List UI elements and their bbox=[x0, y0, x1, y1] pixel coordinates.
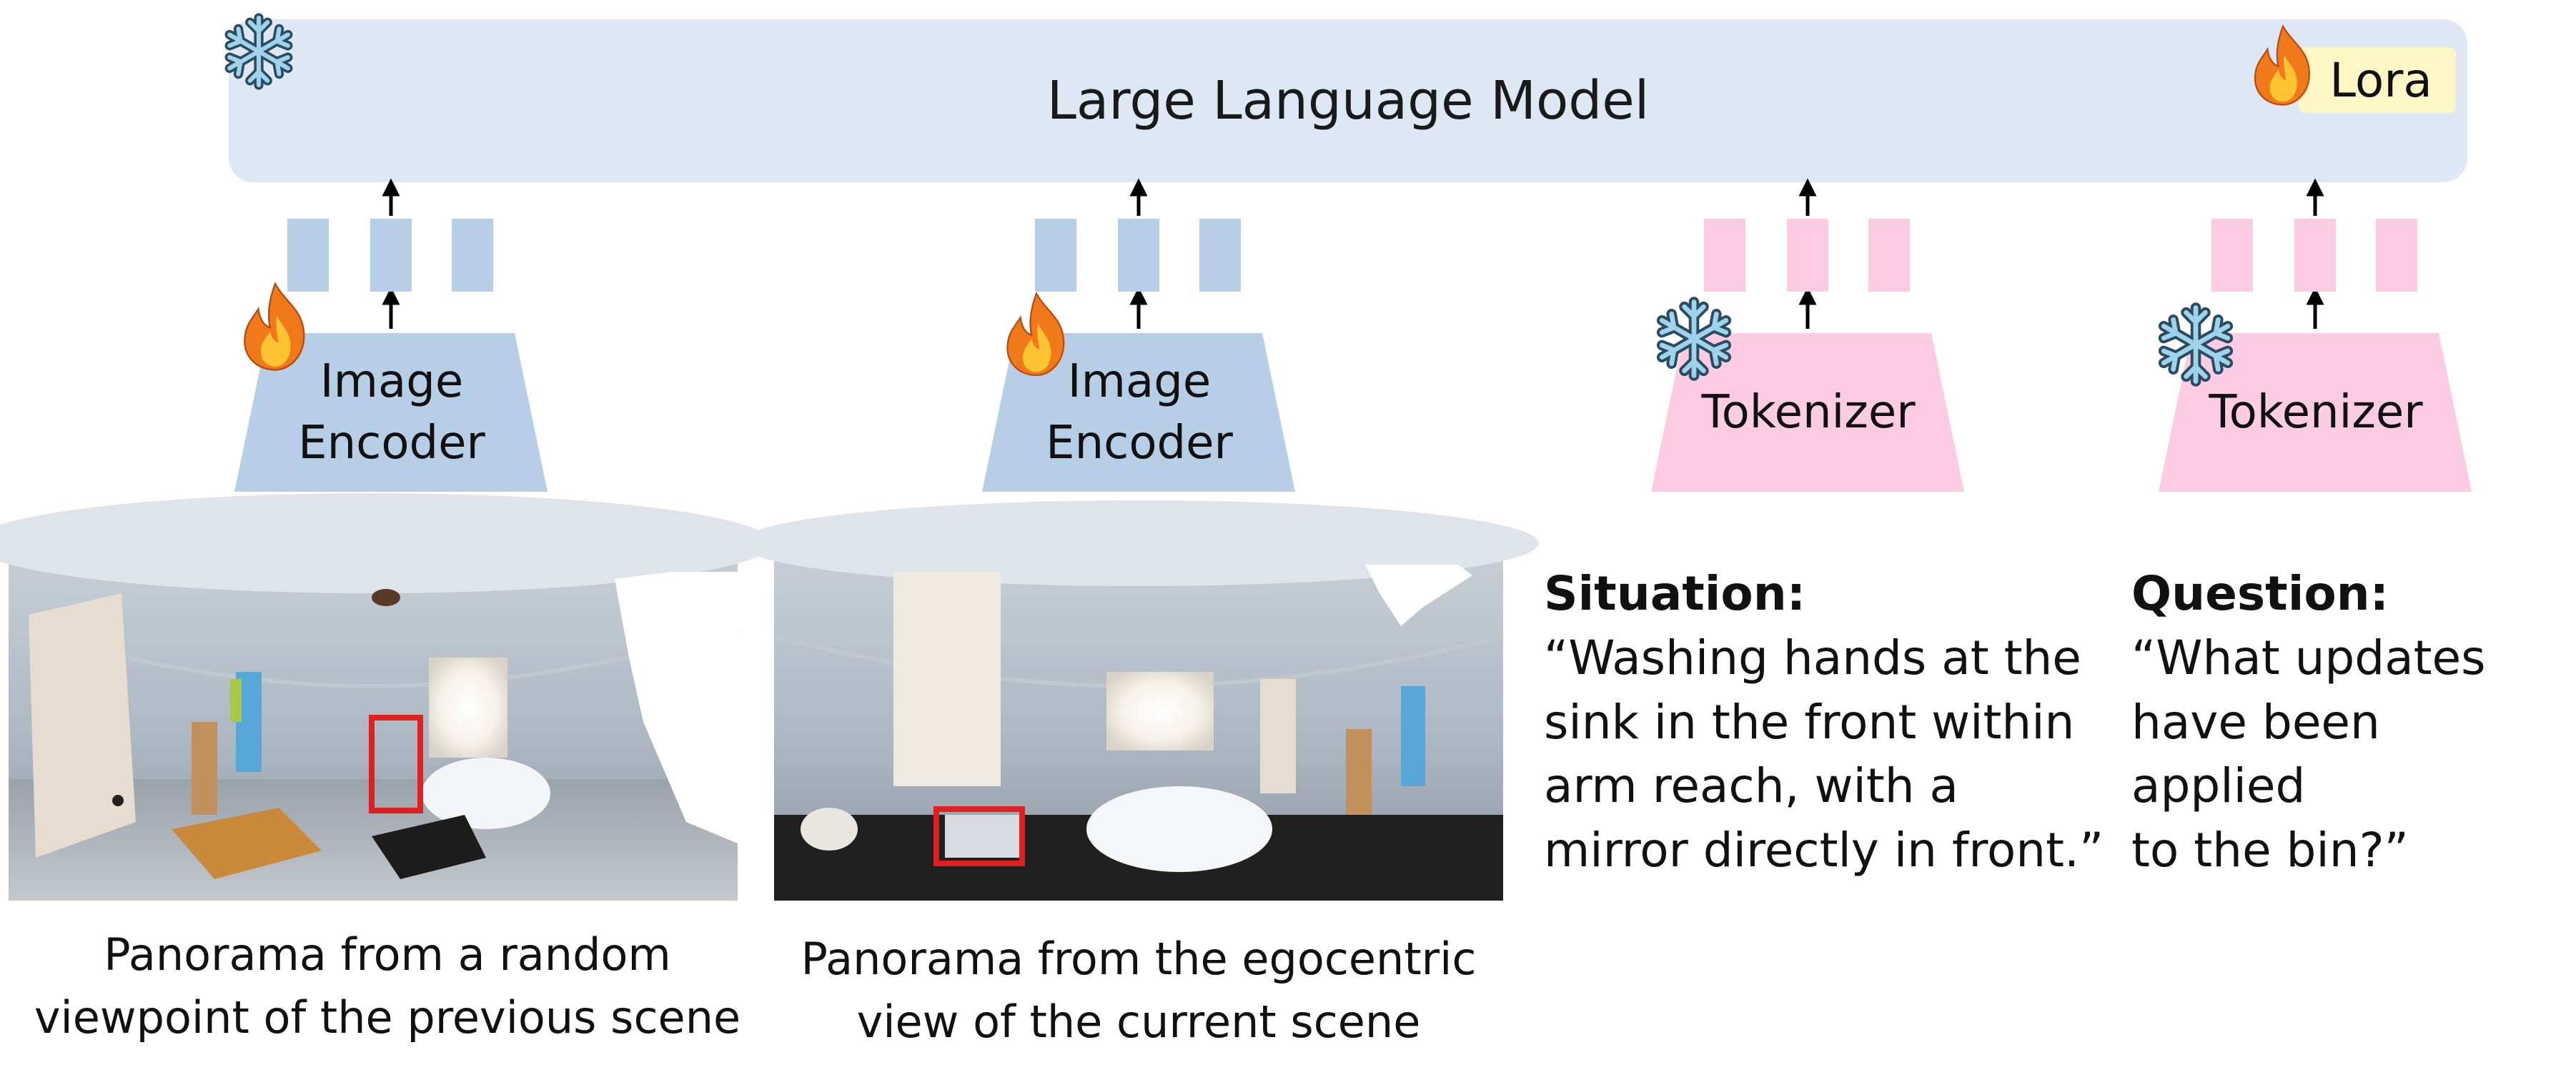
situation-heading: Situation: bbox=[1544, 566, 1806, 621]
image-encoder-label-2-line1: Image bbox=[1067, 355, 1212, 408]
caption-current-line1: Panorama from the egocentric bbox=[801, 933, 1477, 985]
lora-badge: Lora bbox=[2299, 47, 2456, 113]
panorama-current-scene bbox=[738, 500, 1539, 901]
caption-previous-line1: Panorama from a random bbox=[104, 928, 671, 981]
caption-current-scene: Panorama from the egocentric view of the… bbox=[774, 928, 1503, 1054]
question-line-1: “What updates bbox=[2131, 630, 2486, 685]
text-token-2c bbox=[2376, 219, 2417, 292]
situation-line-4: mirror directly in front.” bbox=[1544, 823, 2104, 878]
question-line-2: have been applied bbox=[2131, 694, 2380, 814]
image-encoder-label-2-line2: Encoder bbox=[1046, 417, 1233, 470]
tokenizer-label-1: Tokenizer bbox=[1701, 385, 1916, 439]
image-encoder-label-1-line1: Image bbox=[319, 355, 464, 408]
snowflake-icon bbox=[229, 18, 288, 85]
situation-block: Situation: “Washing hands at the sink in… bbox=[1544, 562, 2130, 883]
text-token-1b bbox=[1787, 219, 1828, 292]
llm-block bbox=[229, 19, 2467, 182]
highlight-box-current bbox=[933, 806, 1025, 866]
image-token-2a bbox=[1035, 219, 1076, 292]
question-heading: Question: bbox=[2131, 566, 2389, 621]
image-token-2b bbox=[1118, 219, 1159, 292]
caption-previous-line2: viewpoint of the previous scene bbox=[34, 991, 741, 1044]
llm-title: Large Language Model bbox=[1046, 70, 1650, 132]
question-line-3: to the bin?” bbox=[2131, 823, 2409, 878]
text-token-1a bbox=[1704, 219, 1745, 292]
tokenizer-label-2: Tokenizer bbox=[2209, 385, 2423, 439]
caption-previous-scene: Panorama from a random viewpoint of the … bbox=[9, 923, 766, 1049]
image-token-2c bbox=[1199, 219, 1241, 292]
panorama-previous-scene bbox=[0, 493, 772, 901]
situation-line-3: arm reach, with a bbox=[1544, 758, 1958, 814]
tokenizer-2 bbox=[2159, 333, 2472, 492]
caption-current-line2: view of the current scene bbox=[856, 996, 1421, 1049]
image-encoder-2 bbox=[982, 333, 1295, 492]
flame-icon bbox=[2254, 25, 2310, 106]
image-encoder-label-1-line2: Encoder bbox=[298, 417, 485, 470]
image-token-1a bbox=[287, 219, 329, 292]
text-token-2a bbox=[2211, 219, 2253, 292]
situation-line-1: “Washing hands at the bbox=[1544, 630, 2081, 685]
highlight-box-previous bbox=[369, 715, 423, 813]
situation-line-2: sink in the front within bbox=[1544, 694, 2075, 750]
image-encoder-1 bbox=[234, 333, 548, 492]
text-token-1c bbox=[1868, 219, 1910, 292]
image-token-1b bbox=[370, 219, 412, 292]
text-token-2b bbox=[2294, 219, 2336, 292]
tokenizer-1 bbox=[1651, 333, 1964, 492]
image-token-1c bbox=[452, 219, 493, 292]
question-block: Question: “What updates have been applie… bbox=[2131, 562, 2567, 883]
